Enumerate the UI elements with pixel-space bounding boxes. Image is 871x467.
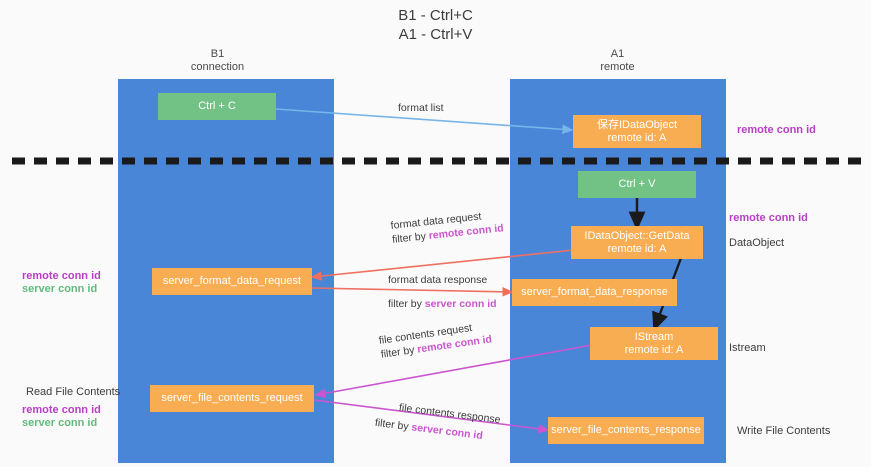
annotation-left-remote-conn-id-2: remote conn id bbox=[22, 404, 101, 416]
edge-label-format-data-response-filter: filter by server conn id bbox=[388, 298, 497, 310]
node-ctrl-c[interactable]: Ctrl + C bbox=[158, 93, 276, 120]
node-server-format-data-response[interactable]: server_format_data_response bbox=[512, 279, 677, 306]
column-header-a1: A1 remote bbox=[600, 48, 635, 73]
arrow-format-data-request bbox=[310, 249, 575, 281]
arrow-file-contents-request bbox=[314, 344, 593, 399]
node-ctrl-v[interactable]: Ctrl + V bbox=[578, 171, 696, 198]
edge-label-format-data-response-main: format data response bbox=[388, 274, 488, 286]
annotation-dataobject: DataObject bbox=[729, 237, 785, 249]
annotation-left-remote-conn-id: remote conn id bbox=[22, 270, 101, 282]
annotation-left-server-conn-id-2: server conn id bbox=[22, 417, 98, 429]
node-server-format-data-request[interactable]: server_format_data_request bbox=[152, 268, 312, 295]
arrow-format-data-response bbox=[311, 287, 514, 297]
annotation-remote-conn-id-top: remote conn id bbox=[737, 124, 816, 136]
node-server-file-contents-request[interactable]: server_file_contents_request bbox=[150, 385, 314, 412]
annotation-remote-conn-id-mid: remote conn id bbox=[729, 212, 808, 224]
node-server-file-contents-response[interactable]: server_file_contents_response bbox=[548, 417, 704, 444]
key-server-conn-id: server conn id bbox=[424, 298, 497, 310]
annotation-write-file-contents: Write File Contents bbox=[737, 425, 831, 437]
annotation-read-file-contents: Read File Contents bbox=[26, 386, 121, 398]
edge-label-format-data-response: format data response filter by server co… bbox=[388, 273, 497, 311]
annotation-istream: Istream bbox=[729, 342, 766, 354]
node-istream[interactable]: IStream remote id: A bbox=[590, 327, 718, 360]
node-save-idataobject[interactable]: 保存IDataObject remote id: A bbox=[573, 115, 701, 148]
node-idataobject-getdata[interactable]: IDataObject::GetData remote id: A bbox=[571, 226, 703, 259]
arrow-format-list bbox=[275, 108, 574, 135]
annotation-left-server-conn-id: server conn id bbox=[22, 283, 98, 295]
edge-label-format-list: format list bbox=[398, 102, 444, 114]
column-header-b1: B1 connection bbox=[190, 48, 245, 73]
arrow-file-contents-response bbox=[313, 399, 550, 434]
page-title: B1 - Ctrl+C A1 - Ctrl+V bbox=[398, 7, 473, 43]
